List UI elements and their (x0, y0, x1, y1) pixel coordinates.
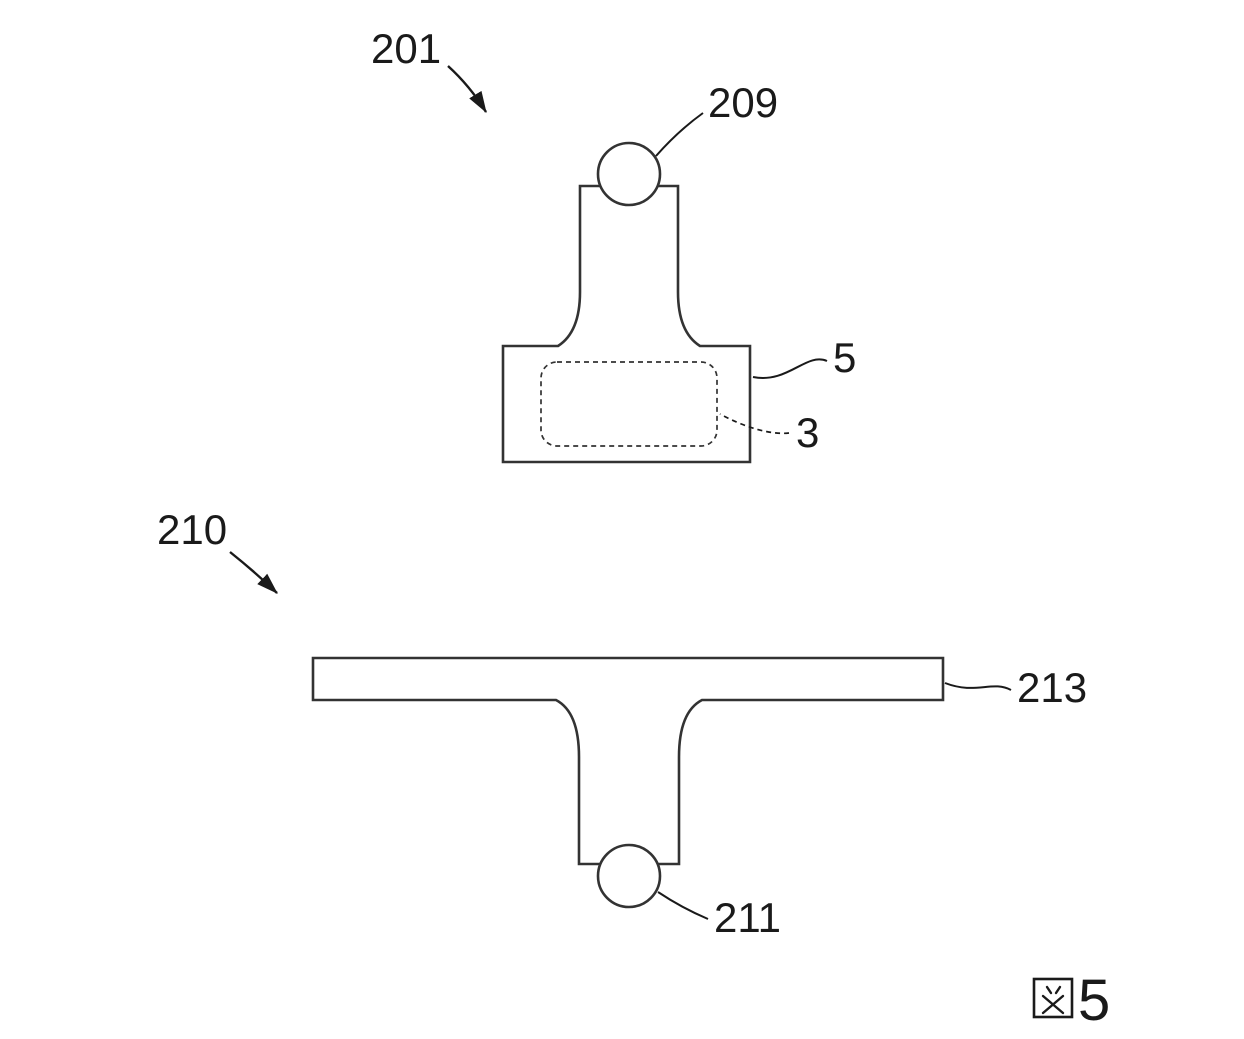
label-lower-ball: 211 (714, 894, 781, 941)
leader-211 (657, 891, 709, 920)
upper-assembly-body (501, 184, 752, 464)
leader-213 (944, 682, 1012, 691)
label-upper-assembly: 201 (371, 25, 441, 72)
arrow-201 (447, 65, 488, 114)
label-upper-ball: 209 (708, 79, 778, 126)
figure-number: 5 (1078, 968, 1110, 1033)
leader-209 (655, 112, 704, 157)
label-plate: 213 (1017, 664, 1087, 711)
figure-caption: 5 (1032, 968, 1110, 1033)
arrow-210 (229, 551, 278, 594)
leader-3 (719, 413, 790, 435)
upper-ball (596, 141, 662, 207)
label-base-block: 5 (833, 334, 856, 381)
label-hidden-element: 3 (796, 409, 819, 456)
hidden-element-outline (540, 361, 718, 447)
kanji-zu-icon (1032, 977, 1074, 1019)
label-lower-assembly: 210 (157, 506, 227, 553)
lower-plate-and-stem (311, 656, 945, 866)
lower-ball (596, 843, 662, 909)
leader-5 (752, 358, 828, 380)
